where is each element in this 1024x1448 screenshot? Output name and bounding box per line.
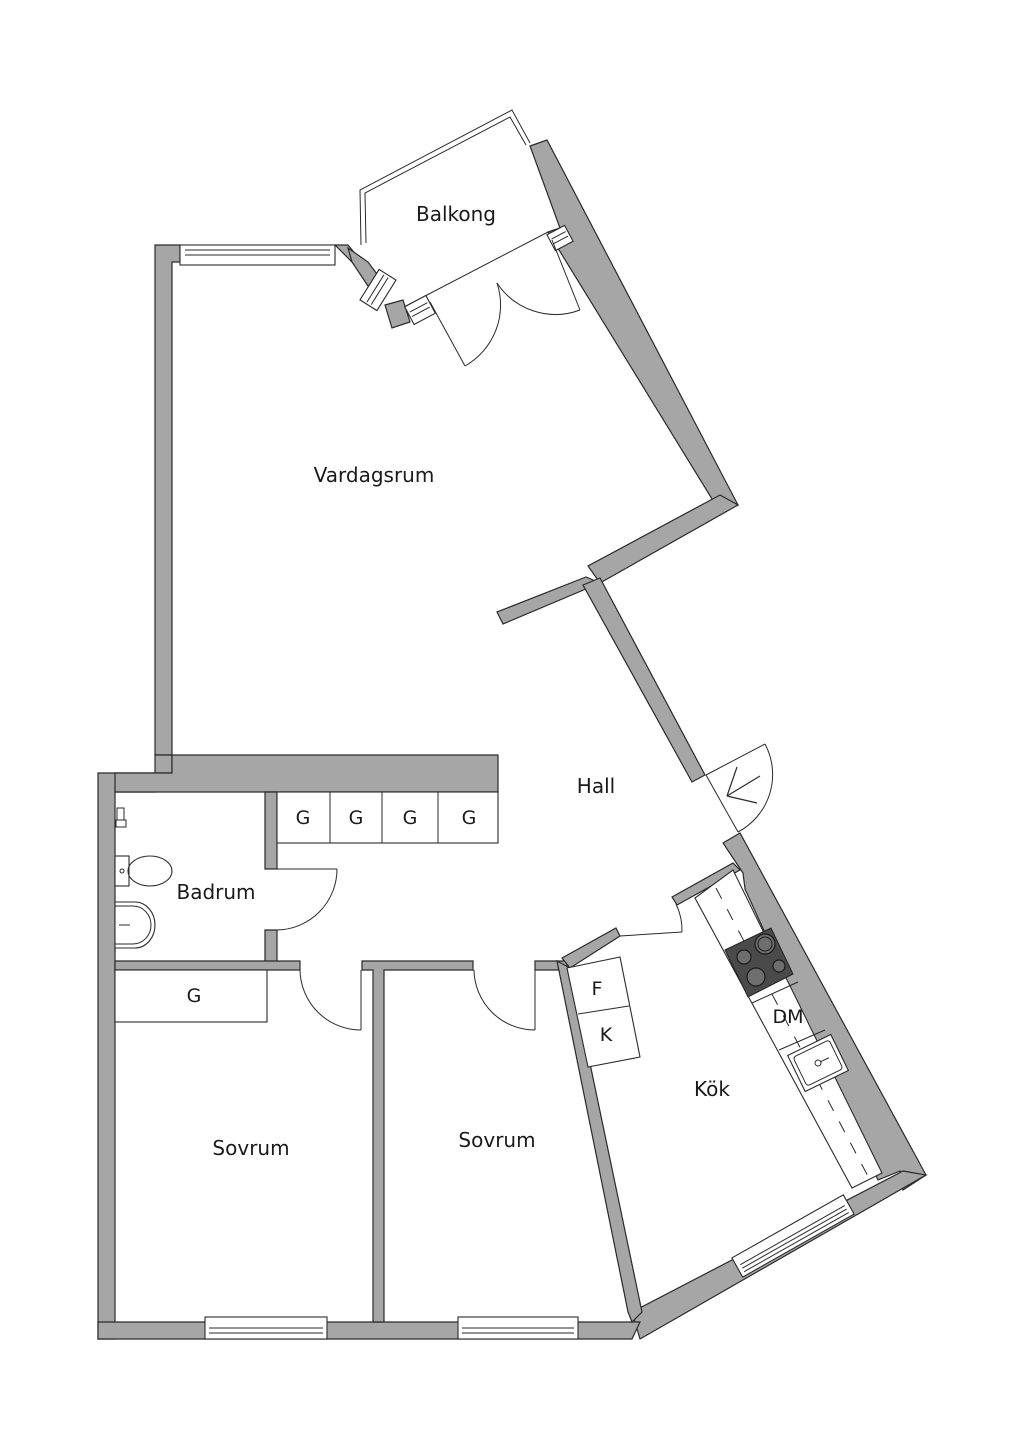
bedroom-middle-door (473, 969, 536, 1031)
kitchen-door (619, 903, 683, 937)
entrance-door (705, 743, 774, 833)
bathroom-door (276, 868, 338, 931)
balcony-door (429, 239, 581, 367)
closet-label-4: G (462, 807, 477, 829)
entrance-arrow-icon (726, 766, 761, 804)
window-living-top (179, 244, 336, 266)
window-balcony-left (359, 268, 397, 312)
fridge-freezer (566, 956, 641, 1068)
window-balcony-door-left (403, 294, 437, 326)
bedroom-closet (114, 969, 268, 1023)
windows (179, 224, 855, 1340)
closet-label-2: G (349, 807, 364, 829)
room-label-sovrum-middle: Sovrum (458, 1128, 535, 1152)
room-label-balkong: Balkong (416, 202, 496, 226)
room-label-kok: Kök (694, 1077, 730, 1101)
fridge-label: F (592, 978, 603, 1000)
bedroom-left-door (299, 969, 362, 1031)
toilet-icon (114, 855, 173, 887)
bathroom-fixtures (114, 807, 173, 949)
sink-icon-kitchen (786, 1033, 850, 1093)
dishwasher-label: DM (772, 1006, 803, 1028)
closet-label-3: G (403, 807, 418, 829)
window-bedroom-left (204, 1316, 328, 1340)
faucet-icon (115, 807, 127, 828)
window-bedroom-middle (457, 1316, 579, 1340)
room-label-hall: Hall (577, 774, 615, 798)
hall-closets (276, 791, 499, 844)
room-label-vardagsrum: Vardagsrum (314, 463, 435, 487)
kitchen-counter (694, 869, 883, 1189)
stove-icon (724, 927, 794, 998)
sink-icon (114, 901, 156, 949)
room-label-sovrum-left: Sovrum (212, 1136, 289, 1160)
window-kitchen (731, 1194, 855, 1278)
doors (276, 239, 774, 1031)
closet-label-1: G (296, 807, 311, 829)
closet-label-bedroom: G (187, 985, 202, 1007)
freezer-label: K (600, 1024, 613, 1046)
dishwasher (751, 981, 826, 1051)
room-label-badrum: Badrum (176, 880, 255, 904)
